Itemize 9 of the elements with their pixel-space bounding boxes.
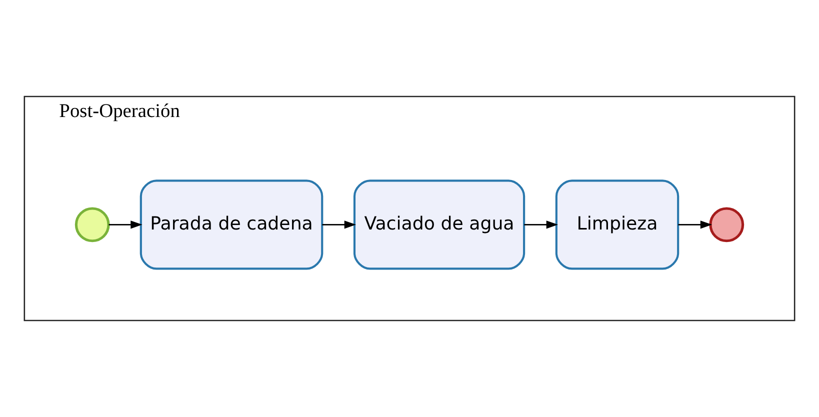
arrow xyxy=(678,220,712,229)
arrow xyxy=(322,220,356,229)
node-box: Parada de cadena xyxy=(140,180,324,270)
arrow xyxy=(524,220,558,229)
node-circle xyxy=(74,207,110,242)
node-box: Vaciado de agua xyxy=(353,180,526,270)
node-box: Limpieza xyxy=(555,180,680,270)
node-circle xyxy=(709,207,744,242)
arrow xyxy=(108,220,142,229)
